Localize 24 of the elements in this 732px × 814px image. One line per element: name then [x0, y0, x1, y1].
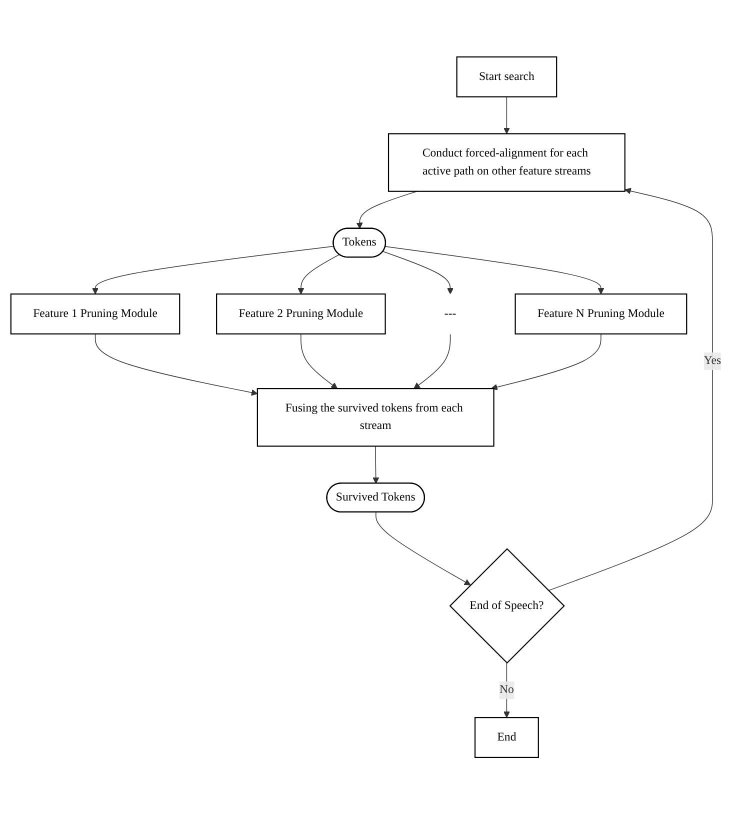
node-box: Feature 1 Pruning Module [10, 293, 180, 334]
arrow [298, 254, 340, 294]
node-box: Start search [456, 56, 558, 98]
node-box: End [474, 716, 539, 758]
arrow [94, 333, 258, 396]
arrow [490, 333, 602, 390]
arrow [385, 246, 604, 294]
edge-label: Yes [704, 354, 722, 367]
arrow [548, 188, 713, 591]
arrow [382, 250, 454, 294]
arrow [376, 512, 471, 586]
arrow [92, 246, 334, 294]
arrow [372, 446, 380, 484]
node-box: Conduct forced-alignment for each active path on other feature streams [388, 132, 626, 192]
arrow [414, 333, 451, 389]
arrow [503, 96, 510, 134]
node-box: Feature N Pruning Module [514, 293, 688, 334]
node-box: Feature 2 Pruning Module [216, 293, 386, 334]
arrow [356, 190, 418, 229]
edge-label: No [499, 683, 514, 696]
node-diamond: End of Speech? [449, 548, 565, 664]
node-box: Fusing the survived tokens from each stream [256, 388, 494, 447]
arrow [300, 333, 338, 389]
node-text: --- [444, 307, 456, 320]
